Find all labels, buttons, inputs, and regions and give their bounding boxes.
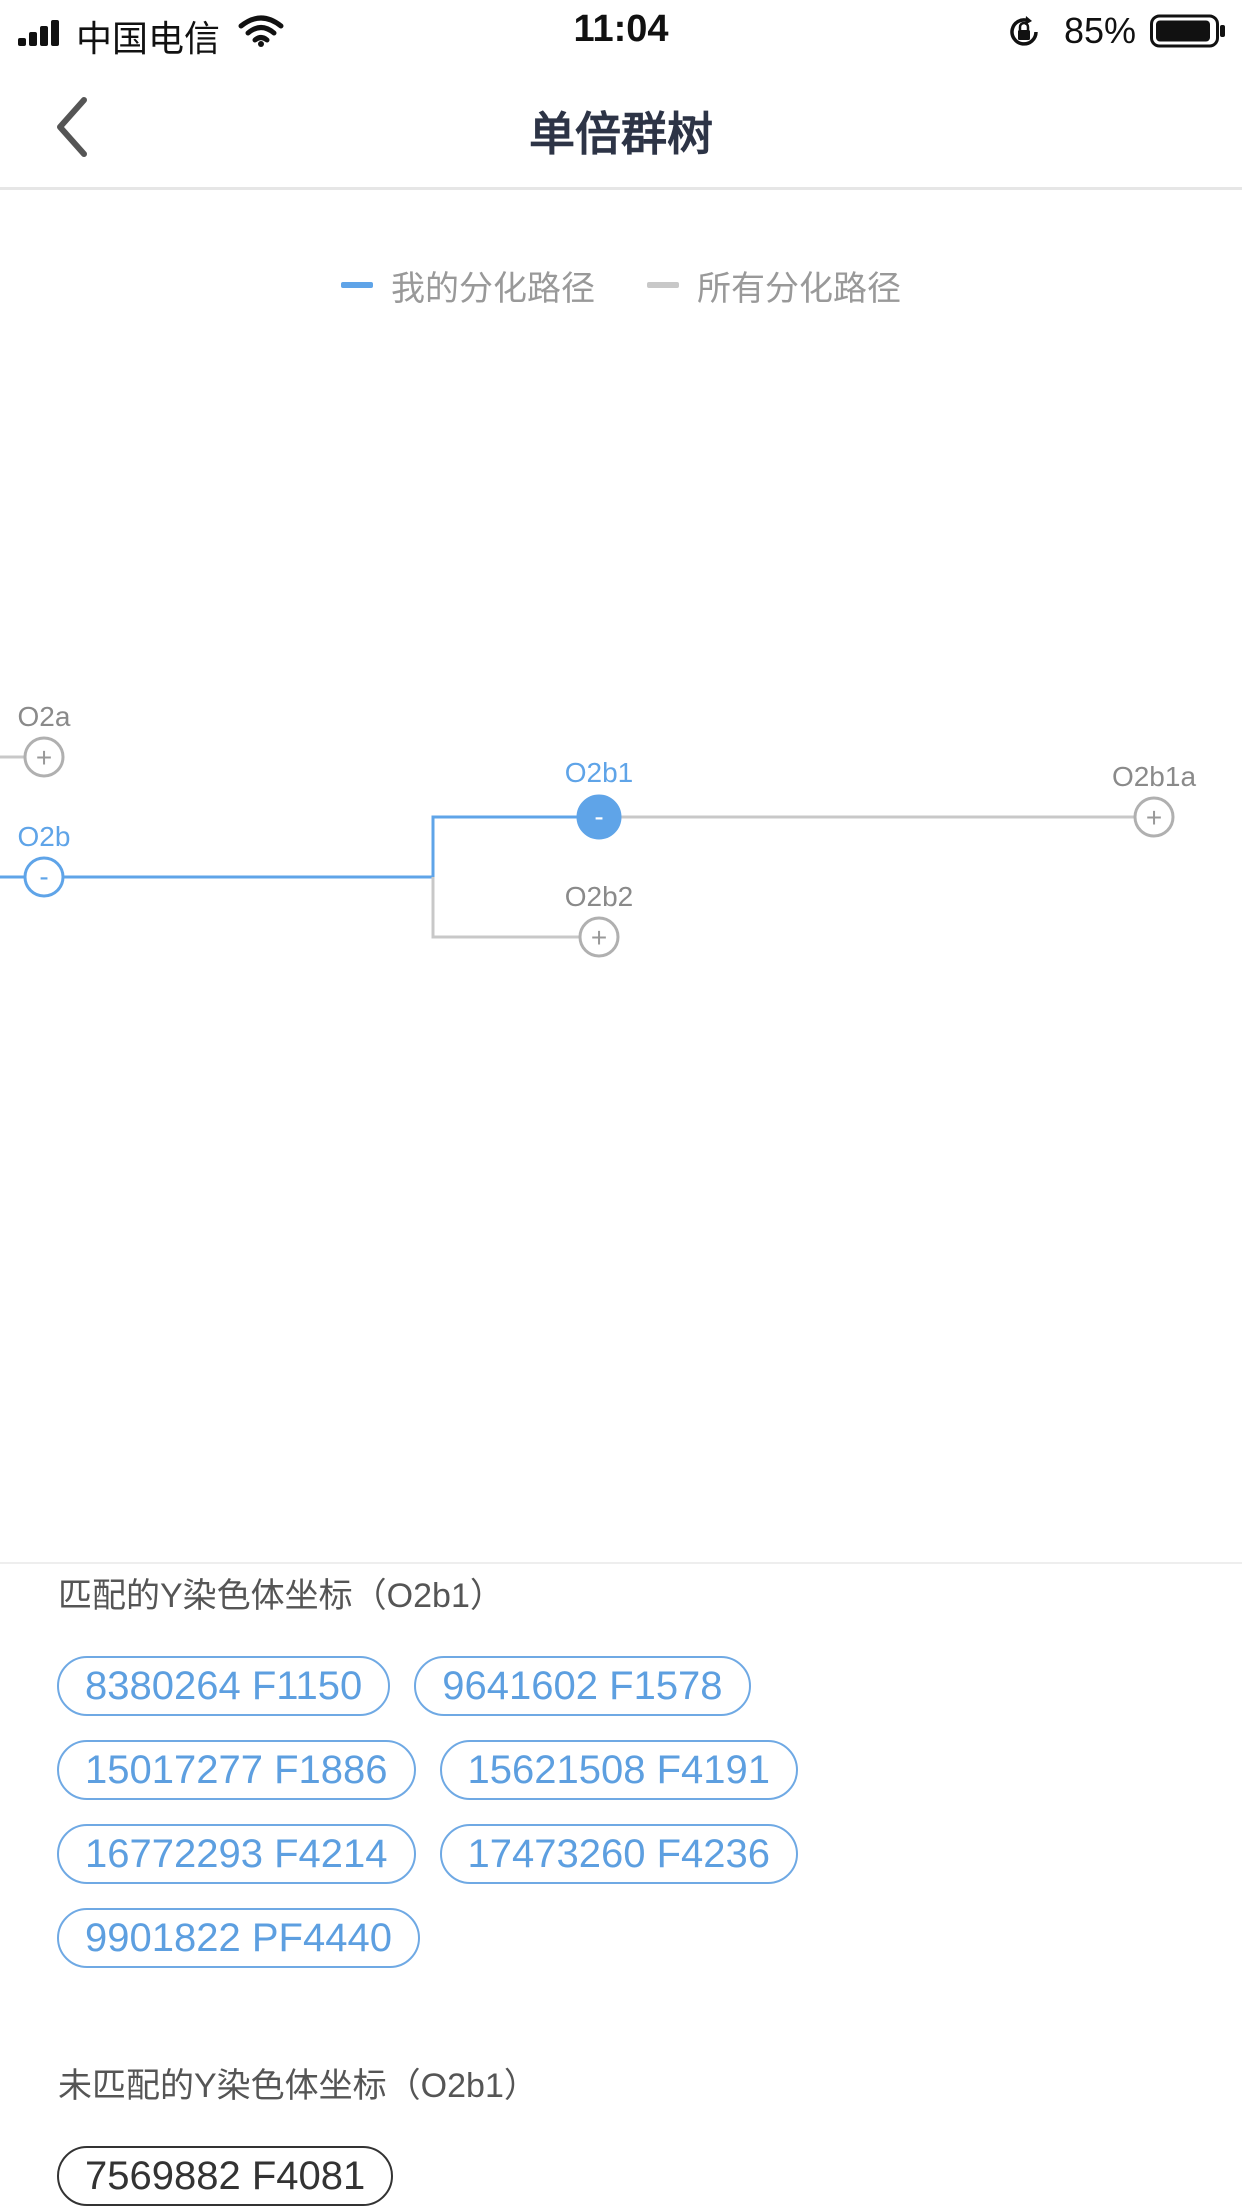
back-arrow-icon[interactable] <box>50 92 100 162</box>
expand-icon: + <box>36 742 52 773</box>
node-o2b1[interactable]: - <box>576 794 622 840</box>
node-o2b1a[interactable]: + <box>1133 796 1175 838</box>
node-label-o2a: O2a <box>18 701 71 732</box>
matched-section-title: 匹配的Y染色体坐标（O2b1） <box>58 1577 504 1615</box>
legend-item-my-path: 我的分化路径 <box>341 261 595 310</box>
clock: 11:04 <box>573 8 669 50</box>
edge-o2b1 <box>431 815 599 877</box>
collapse-icon: - <box>594 801 603 832</box>
node-label-o2b1: O2b1 <box>565 757 634 788</box>
matched-chip[interactable]: 15621508 F4191 <box>439 1740 798 1800</box>
node-label-o2b2: O2b2 <box>565 881 634 912</box>
carrier-name: 中国电信 <box>76 18 221 59</box>
node-o2b2[interactable]: + <box>578 916 620 958</box>
legend-swatch-blue <box>341 282 373 288</box>
coordinates-panel: 匹配的Y染色体坐标（O2b1） 8380264 F1150 9641602 F1… <box>0 1562 1242 2208</box>
unmatched-section-title: 未匹配的Y染色体坐标（O2b1） <box>58 2067 538 2105</box>
matched-chip-row: 15017277 F1886 15621508 F4191 <box>57 1740 822 1800</box>
matched-chip[interactable]: 9901822 PF4440 <box>57 1908 420 1968</box>
edge-o2b2 <box>431 877 599 939</box>
orientation-lock-icon <box>1010 16 1038 46</box>
node-o2b[interactable]: - <box>23 856 65 898</box>
battery-percent: 85% <box>1064 10 1137 51</box>
legend-label-all-paths: 所有分化路径 <box>697 269 901 308</box>
legend: 我的分化路径 所有分化路径 <box>0 260 1242 310</box>
node-label-o2b1a: O2b1a <box>1112 761 1196 792</box>
matched-chip[interactable]: 16772293 F4214 <box>57 1824 416 1884</box>
legend-label-my-path: 我的分化路径 <box>391 269 595 308</box>
legend-item-all-paths: 所有分化路径 <box>647 261 901 310</box>
battery-icon <box>1150 14 1225 48</box>
unmatched-chip-row: 7569882 F4081 <box>57 2146 417 2206</box>
matched-chip[interactable]: 17473260 F4236 <box>439 1824 798 1884</box>
collapse-icon: - <box>39 861 48 892</box>
status-bar: 中国电信 11:04 85% <box>0 0 1242 62</box>
haplogroup-tree: O2a + O2b - O2b1 - O2b1a + O2b2 + <box>0 701 1196 958</box>
node-o2a[interactable]: + <box>23 736 65 778</box>
unmatched-chip[interactable]: 7569882 F4081 <box>57 2146 394 2206</box>
expand-icon: + <box>1146 802 1162 833</box>
signal-icon <box>18 20 62 46</box>
page-title: 单倍群树 <box>529 108 713 160</box>
matched-chip[interactable]: 8380264 F1150 <box>57 1656 391 1716</box>
expand-icon: + <box>591 922 607 953</box>
matched-chip[interactable]: 15017277 F1886 <box>57 1740 416 1800</box>
matched-chip-row: 9901822 PF4440 <box>57 1908 444 1968</box>
node-label-o2b: O2b <box>18 821 71 852</box>
legend-swatch-gray <box>647 282 679 288</box>
matched-chip-row: 16772293 F4214 17473260 F4236 <box>57 1824 822 1884</box>
wifi-icon <box>238 15 284 47</box>
matched-chip[interactable]: 9641602 F1578 <box>414 1656 751 1716</box>
matched-chip-row: 8380264 F1150 9641602 F1578 <box>57 1656 775 1716</box>
navigation-bar: 单倍群树 <box>0 62 1242 190</box>
